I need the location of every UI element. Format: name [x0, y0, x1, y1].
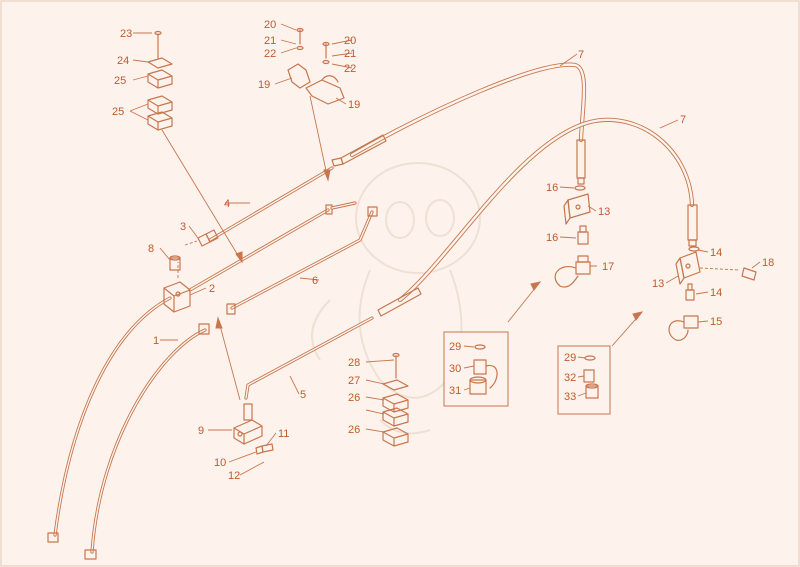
label-13-upper: 13 [598, 206, 610, 218]
label-2: 2 [209, 283, 215, 295]
label-28: 28 [348, 357, 360, 369]
label-33: 33 [564, 391, 576, 403]
dust-cap-17 [554, 255, 591, 288]
label-1: 1 [153, 335, 159, 347]
label-16-lower: 16 [546, 232, 558, 244]
label-18: 18 [762, 257, 774, 269]
label-26-upper: 26 [348, 392, 360, 404]
inset-box-left [443, 331, 509, 407]
label-19-right: 19 [348, 99, 360, 111]
hose-7-right [377, 117, 698, 317]
label-21-left: 21 [264, 35, 276, 47]
label-9: 9 [198, 425, 204, 437]
tube-2 [188, 201, 357, 292]
label-10: 10 [214, 457, 226, 469]
bracket-19-right [305, 41, 345, 105]
clamp-stack-bottom [382, 352, 409, 447]
label-11: 11 [278, 428, 289, 440]
block-8 [163, 255, 191, 313]
fitting-3 [184, 229, 219, 247]
label-7-right: 7 [680, 114, 686, 126]
label-22-left: 22 [264, 48, 276, 60]
label-4: 4 [224, 198, 230, 210]
label-32: 32 [564, 372, 576, 384]
bracket-13-lower [675, 246, 757, 285]
label-20-right: 20 [344, 35, 356, 47]
bracket-19-left [287, 27, 311, 89]
label-29-left: 29 [449, 341, 461, 353]
label-21-right: 21 [344, 48, 356, 60]
coupler-14 [685, 283, 695, 301]
label-31: 31 [449, 385, 461, 397]
label-30: 30 [449, 363, 461, 375]
label-15: 15 [710, 316, 722, 328]
label-22-right: 22 [344, 63, 356, 75]
label-3: 3 [180, 221, 186, 233]
label-25-upper: 25 [114, 75, 126, 87]
label-12: 12 [228, 470, 240, 482]
tube-1 [84, 323, 210, 560]
label-26-lower: 26 [348, 424, 360, 436]
label-14-lower: 14 [710, 287, 722, 299]
label-5: 5 [300, 389, 306, 401]
clamp-stack-top [147, 30, 173, 131]
coupler-16 [577, 225, 589, 245]
label-25-lower: 25 [112, 106, 124, 118]
watermark-mascot [311, 162, 481, 435]
label-20-left: 20 [264, 19, 276, 31]
label-6: 6 [312, 275, 318, 287]
label-19-left: 19 [258, 79, 270, 91]
label-17: 17 [602, 261, 614, 273]
part-number-labels: 23 24 25 25 20 21 22 20 21 22 19 19 7 7 … [112, 19, 774, 482]
tube-4 [208, 166, 334, 242]
tee-fitting-9 [233, 403, 274, 455]
label-29-right: 29 [564, 352, 576, 364]
label-24: 24 [117, 55, 129, 67]
label-8: 8 [148, 243, 154, 255]
hose-7-left [331, 62, 587, 185]
tube-1-long [47, 296, 172, 543]
dust-cap-15 [668, 315, 699, 341]
label-27: 27 [348, 375, 360, 387]
tube-6 [226, 206, 378, 315]
tube-5 [244, 316, 374, 400]
leader-lines [129, 23, 761, 476]
label-16-upper: 16 [546, 182, 558, 194]
bracket-13-upper [563, 185, 591, 225]
label-23: 23 [120, 28, 132, 40]
label-14-upper: 14 [710, 247, 722, 259]
label-7-left: 7 [578, 49, 584, 61]
label-13-lower: 13 [652, 278, 664, 290]
